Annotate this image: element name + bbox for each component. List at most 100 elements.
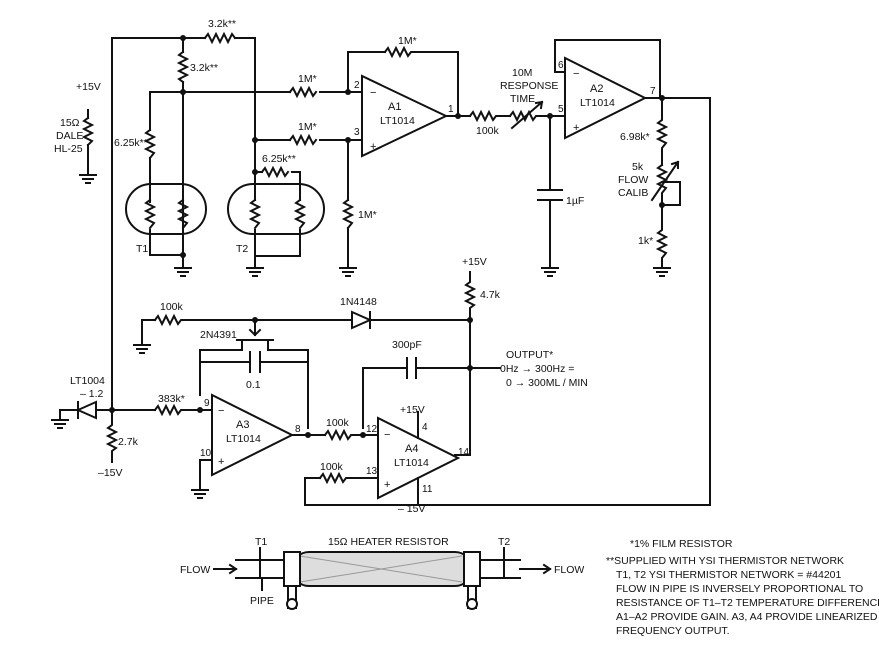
label-4.7k: 4.7k bbox=[480, 289, 501, 301]
resistor-1m-feedback bbox=[383, 45, 459, 117]
resistor-100k-left bbox=[153, 313, 353, 327]
label-383k: 383k* bbox=[158, 393, 185, 405]
note-5: RESISTANCE OF T1–T2 TEMPERATURE DIFFEREN… bbox=[616, 597, 879, 609]
pot-10m-arrow bbox=[510, 100, 544, 130]
capacitor-0.1 bbox=[199, 351, 309, 373]
label-plus15-a4: +15V bbox=[400, 404, 425, 416]
svg-text:8: 8 bbox=[295, 424, 301, 435]
svg-text:3: 3 bbox=[354, 127, 360, 138]
capacitor-300pf bbox=[362, 357, 471, 379]
a1-part: LT1014 bbox=[380, 115, 415, 127]
label-2n4391: 2N4391 bbox=[200, 329, 237, 341]
label-1m-gnd: 1M* bbox=[358, 209, 377, 221]
pin-labels: 2 3 1 6 5 7 9 10 8 12 13 14 4 11 bbox=[200, 60, 656, 495]
svg-text:+: + bbox=[573, 122, 579, 134]
thermistor-t1 bbox=[125, 183, 207, 235]
resistor-383k bbox=[153, 403, 213, 417]
opamp-a3: − + A3 LT1014 bbox=[211, 393, 295, 477]
svg-text:−: − bbox=[218, 405, 224, 417]
label-2.7k: 2.7k bbox=[118, 436, 139, 448]
note-3: T1, T2 YSI THERMISTOR NETWORK = #44201 bbox=[616, 569, 842, 581]
resistor-6.98k bbox=[655, 97, 669, 166]
label-flow: FLOW bbox=[618, 174, 648, 186]
a1-feedback-wire bbox=[347, 51, 386, 93]
resistor-6.25k-right bbox=[260, 165, 290, 179]
resistor-1k bbox=[655, 219, 669, 263]
resistor-1m-gnd bbox=[341, 198, 355, 230]
label-t2: T2 bbox=[236, 243, 248, 255]
pipe-diagram: T1 T2 15Ω HEATER RESISTOR FLOW FLOW PIPE bbox=[180, 536, 584, 610]
notes: *1% FILM RESISTOR **SUPPLIED WITH YSI TH… bbox=[606, 538, 879, 637]
label-0.1: 0.1 bbox=[246, 379, 261, 391]
label-300pf: 300pF bbox=[392, 339, 422, 351]
pipe-t1: T1 bbox=[255, 536, 267, 548]
svg-text:14: 14 bbox=[458, 447, 470, 458]
label-output-ml: 0 → 300ML / MIN bbox=[506, 377, 588, 389]
a4-part: LT1014 bbox=[394, 457, 429, 469]
label-1uf: 1µF bbox=[566, 195, 584, 207]
label-plus15-mid: +15V bbox=[462, 256, 487, 268]
a2-output-wire bbox=[304, 97, 711, 506]
label-1k: 1k* bbox=[638, 235, 653, 247]
label-minus15-a4: – 15V bbox=[398, 503, 425, 515]
label-dale: DALE bbox=[56, 130, 83, 142]
label-time: TIME bbox=[510, 93, 535, 105]
svg-text:10: 10 bbox=[200, 448, 212, 459]
zener-lt1004 bbox=[59, 400, 113, 420]
svg-text:1: 1 bbox=[448, 104, 454, 115]
svg-text:−: − bbox=[384, 429, 390, 441]
resistor-3.2k-vertical bbox=[176, 50, 190, 84]
label-hl25: HL-25 bbox=[54, 143, 83, 155]
a1-name: A1 bbox=[388, 101, 401, 113]
junction-dots bbox=[109, 35, 665, 438]
svg-text:2: 2 bbox=[354, 80, 360, 91]
flow-arrow-right bbox=[519, 563, 552, 575]
label-1m-in2: 1M* bbox=[298, 73, 317, 85]
label-output: OUTPUT* bbox=[506, 349, 553, 361]
flow-arrow-left bbox=[213, 563, 238, 575]
pot-5k bbox=[655, 163, 669, 221]
resistor-6.25k-left bbox=[143, 128, 157, 160]
svg-text:−: − bbox=[370, 87, 376, 99]
note-7: FREQUENCY OUTPUT. bbox=[616, 625, 730, 637]
label-6.25k-right: 6.25k** bbox=[262, 153, 296, 165]
label-100k-12: 100k bbox=[326, 417, 350, 429]
resistor-100k-13 bbox=[318, 471, 379, 485]
label-5k: 5k bbox=[632, 161, 644, 173]
label-minus15-left: –15V bbox=[98, 467, 123, 479]
svg-text:+: + bbox=[384, 479, 390, 491]
label-10m: 10M bbox=[512, 67, 532, 79]
label-response: RESPONSE bbox=[500, 80, 558, 92]
ground-symbols-upper bbox=[79, 174, 671, 277]
svg-text:+: + bbox=[370, 141, 376, 153]
opamp-a1: − + A1 LT1014 bbox=[361, 74, 449, 158]
label-t1: T1 bbox=[136, 243, 148, 255]
ground-lt1004 bbox=[51, 409, 69, 429]
resistor-1m-in3 bbox=[288, 133, 318, 147]
diode-1n4148 bbox=[351, 310, 471, 330]
label-6.98k: 6.98k* bbox=[620, 131, 650, 143]
svg-text:12: 12 bbox=[366, 424, 378, 435]
label-15ohm: 15Ω bbox=[60, 117, 80, 129]
svg-text:6: 6 bbox=[558, 60, 564, 71]
a2-name: A2 bbox=[590, 83, 603, 95]
pipe-t2: T2 bbox=[498, 536, 510, 548]
svg-text:4: 4 bbox=[422, 422, 428, 433]
resistor-4.7k bbox=[454, 271, 477, 456]
label-output-hz: 0Hz → 300Hz = bbox=[500, 363, 574, 375]
thermistor-t2 bbox=[227, 183, 325, 235]
note-1: *1% FILM RESISTOR bbox=[630, 538, 733, 550]
a4-name: A4 bbox=[405, 443, 418, 455]
label-3.2k-vert: 3.2k** bbox=[190, 62, 218, 74]
resistor-3.2k-top bbox=[203, 31, 237, 45]
label-lt1004: LT1004 bbox=[70, 375, 105, 387]
a2-part: LT1014 bbox=[580, 97, 615, 109]
opamp-a2: − + A2 LT1014 bbox=[564, 56, 648, 140]
svg-text:9: 9 bbox=[204, 398, 210, 409]
label-100k-a1: 100k bbox=[476, 125, 500, 137]
svg-text:13: 13 bbox=[366, 466, 378, 477]
a3-part: LT1014 bbox=[226, 433, 261, 445]
label-1m-in3: 1M* bbox=[298, 121, 317, 133]
svg-text:5: 5 bbox=[558, 104, 564, 115]
